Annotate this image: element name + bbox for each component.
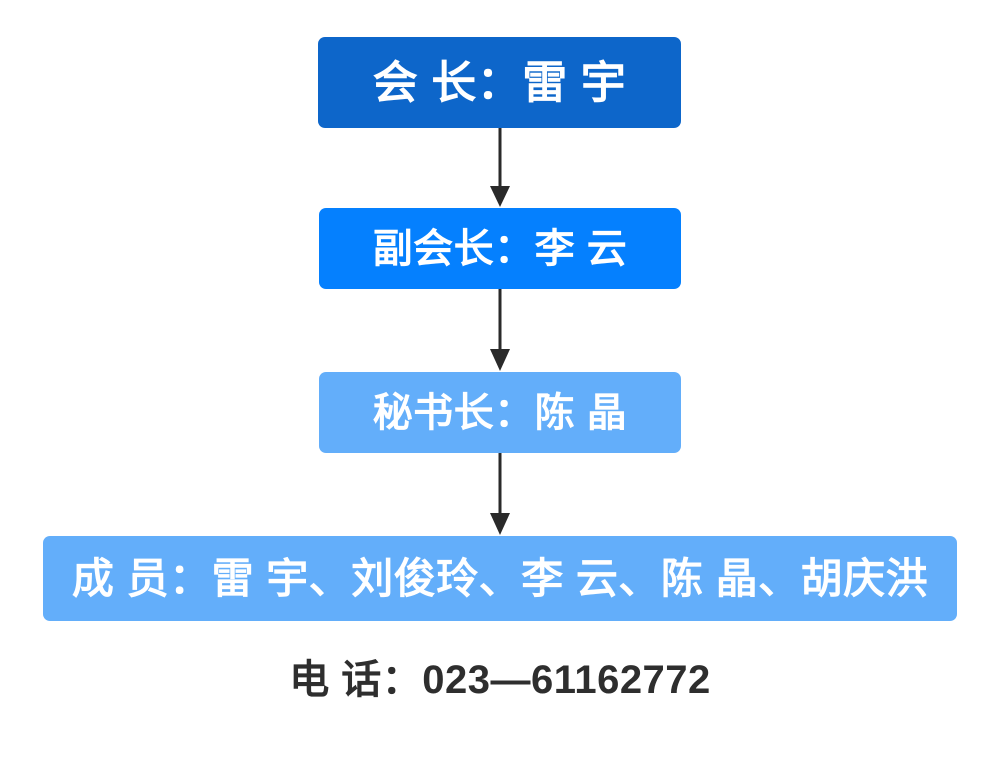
org-node-vice-chairman-label: 副会长：李 云 xyxy=(372,226,628,271)
org-node-members-label: 成 员：雷 宇、刘俊玲、李 云、陈 晶、胡庆洪 xyxy=(71,554,929,602)
contact-phone: 电 话：023—61162772 xyxy=(0,660,1000,700)
connector-chairman-to-vice-chairman xyxy=(485,128,515,208)
down-arrow-icon xyxy=(490,289,510,371)
org-node-secretary-general-label: 秘书长：陈 晶 xyxy=(372,390,628,435)
connector-vice-chairman-to-secretary-general xyxy=(485,289,515,372)
org-node-members[interactable]: 成 员：雷 宇、刘俊玲、李 云、陈 晶、胡庆洪 xyxy=(43,536,957,621)
org-node-chairman-label: 会 长：雷 宇 xyxy=(372,57,627,108)
connector-secretary-general-to-members xyxy=(485,453,515,536)
down-arrow-icon xyxy=(490,128,510,207)
org-node-vice-chairman[interactable]: 副会长：李 云 xyxy=(319,208,681,289)
org-node-chairman[interactable]: 会 长：雷 宇 xyxy=(318,37,681,128)
down-arrow-icon xyxy=(490,453,510,535)
contact-phone-text: 电 话：023—61162772 xyxy=(289,658,711,702)
org-node-secretary-general[interactable]: 秘书长：陈 晶 xyxy=(319,372,681,453)
